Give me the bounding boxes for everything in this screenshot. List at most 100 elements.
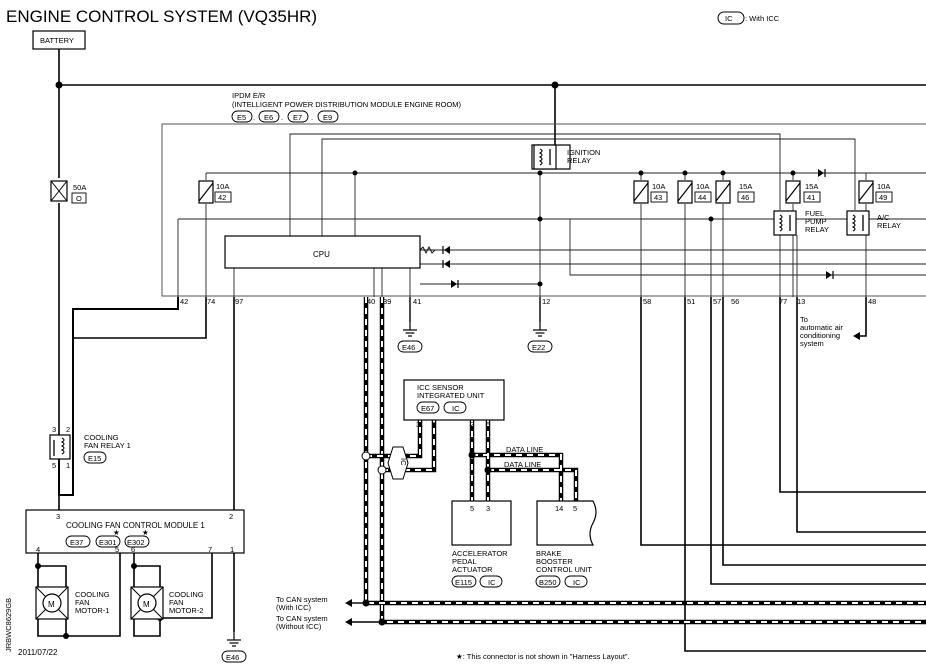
side-code: JRBWC8629GB [4, 598, 13, 652]
ac-note: conditioning [800, 331, 840, 340]
ipdm-pin-numbers: 42 74 97 40 39 41 12 58 51 57 56 77 13 4… [180, 297, 876, 306]
icc-badge: IC [452, 404, 460, 413]
svg-text:39: 39 [383, 297, 391, 306]
cooling-fan-relay-label: FAN RELAY 1 [84, 441, 131, 450]
diode-icon [442, 169, 834, 288]
svg-text:★: ★ [142, 528, 149, 537]
icc-sensor-pin: 3 [416, 420, 420, 429]
cpu-label: CPU [313, 250, 330, 259]
fuse-icon [677, 180, 693, 204]
icc-sensor-label: ICC SENSOR [417, 383, 464, 392]
ac-relay-label: RELAY [877, 221, 901, 230]
cooling-fan-relay-label: COOLING [84, 433, 119, 442]
ground-icon [402, 321, 418, 337]
ignition-relay-label: RELAY [567, 156, 591, 165]
fuse-icon [715, 180, 731, 204]
ground-connector: E46 [226, 653, 239, 662]
brake-booster-control-unit [536, 500, 597, 546]
ipdm-name: IPDM E/R [232, 91, 266, 100]
icc-splice-label: IC [399, 458, 408, 466]
icc-splice [387, 446, 409, 480]
svg-text:40: 40 [367, 297, 375, 306]
ipdm-cpu [224, 235, 421, 269]
date: 2011/07/22 [18, 648, 58, 657]
svg-text:77: 77 [779, 297, 787, 306]
legend-symbol-badge [717, 11, 745, 25]
motor-symbol: M [143, 600, 150, 609]
cooling-fan-relay [49, 434, 71, 460]
can-without-icc-label: (Without ICC) [276, 622, 322, 631]
actuator-connector: E115 [455, 578, 472, 587]
motor-symbol: M [48, 600, 55, 609]
fusible-link-id: O [76, 194, 82, 203]
actuator-label: ACTUATOR [452, 565, 493, 574]
relay-pin: 1 [66, 461, 70, 470]
brake-booster-pin: 5 [573, 504, 577, 513]
fan-motor-2-label: FAN [169, 598, 184, 607]
svg-text:42: 42 [180, 297, 188, 306]
fuse-id: 46 [741, 193, 749, 202]
icc-sensor-label: INTEGRATED UNIT [417, 391, 485, 400]
fuse-icon [198, 180, 214, 204]
ignition-relay-icon [533, 144, 557, 170]
module-pin: 2 [229, 512, 233, 521]
icc-sensor-pin: 2 [470, 420, 474, 429]
svg-text:51: 51 [687, 297, 695, 306]
ground-connector: E22 [532, 343, 545, 352]
fan-motor-1-label: FAN [75, 598, 90, 607]
module-pin: 3 [56, 512, 60, 521]
icc-sensor-connector: E67 [421, 404, 434, 413]
fan-motor-1-label: MOTOR-1 [75, 606, 109, 615]
can-without-icc-label: To CAN system [276, 614, 328, 623]
fusible-link-rating: 50A [73, 183, 86, 192]
can-with-icc-label: (With ICC) [276, 603, 311, 612]
fuse-rating: 15A [805, 182, 818, 191]
cooling-fan-relay-connector: E15 [88, 454, 101, 463]
battery-label: BATTERY [40, 36, 74, 45]
svg-text:56: 56 [731, 297, 739, 306]
fan-motor-2-label: MOTOR-2 [169, 606, 203, 615]
module-connector: E37 [70, 538, 83, 547]
svg-text:5: 5 [115, 545, 119, 554]
svg-text:97: 97 [235, 297, 243, 306]
brake-booster-connector: B250 [539, 578, 557, 587]
fuse-icon [633, 180, 649, 204]
fuse-id: 42 [218, 193, 226, 202]
ipdm-connector-label: E5 [237, 113, 246, 122]
module-bottom-pins: 4 5 6 7 1 [36, 545, 234, 554]
actuator-label: PEDAL [452, 557, 477, 566]
ground-icon [226, 631, 242, 647]
icc-badge: IC [488, 578, 496, 587]
fuse-id: 41 [807, 193, 815, 202]
ground-icon [532, 321, 548, 337]
ipdm-boundary [161, 123, 926, 297]
ipdm-connector-label: E7 [293, 113, 302, 122]
fuse-rating: 10A [696, 182, 709, 191]
svg-text:.: . [253, 113, 255, 122]
diagram-title: ENGINE CONTROL SYSTEM (VQ35HR) [6, 7, 317, 26]
fuse-rating: 10A [877, 182, 890, 191]
footnote: ★: This connector is not shown in "Harne… [456, 652, 630, 661]
svg-text:★: ★ [113, 528, 120, 537]
fuse-rating: 10A [652, 182, 665, 191]
fuel-pump-relay-label: PUMP [805, 217, 827, 226]
svg-text:6: 6 [131, 545, 135, 554]
module-connector: E301 [99, 538, 117, 547]
svg-text:4: 4 [36, 545, 40, 554]
ac-relay-icon [846, 210, 870, 236]
accelerator-pedal-actuator [451, 500, 512, 546]
ac-note: automatic air [800, 323, 843, 332]
brake-booster-label: BRAKE [536, 549, 561, 558]
svg-text:48: 48 [868, 297, 876, 306]
svg-text:.: . [311, 113, 313, 122]
cooling-fan-module-label: COOLING FAN CONTROL MODULE 1 [66, 521, 205, 530]
svg-text:7: 7 [208, 545, 212, 554]
brake-booster-label: CONTROL UNIT [536, 565, 592, 574]
fuse-id: 44 [698, 193, 706, 202]
legend-symbol: IC [725, 14, 733, 23]
svg-text:1: 1 [230, 545, 234, 554]
ac-note: system [800, 339, 824, 348]
ignition-relay-label: IGNITION [567, 148, 600, 157]
brake-booster-pin: 14 [555, 504, 563, 513]
